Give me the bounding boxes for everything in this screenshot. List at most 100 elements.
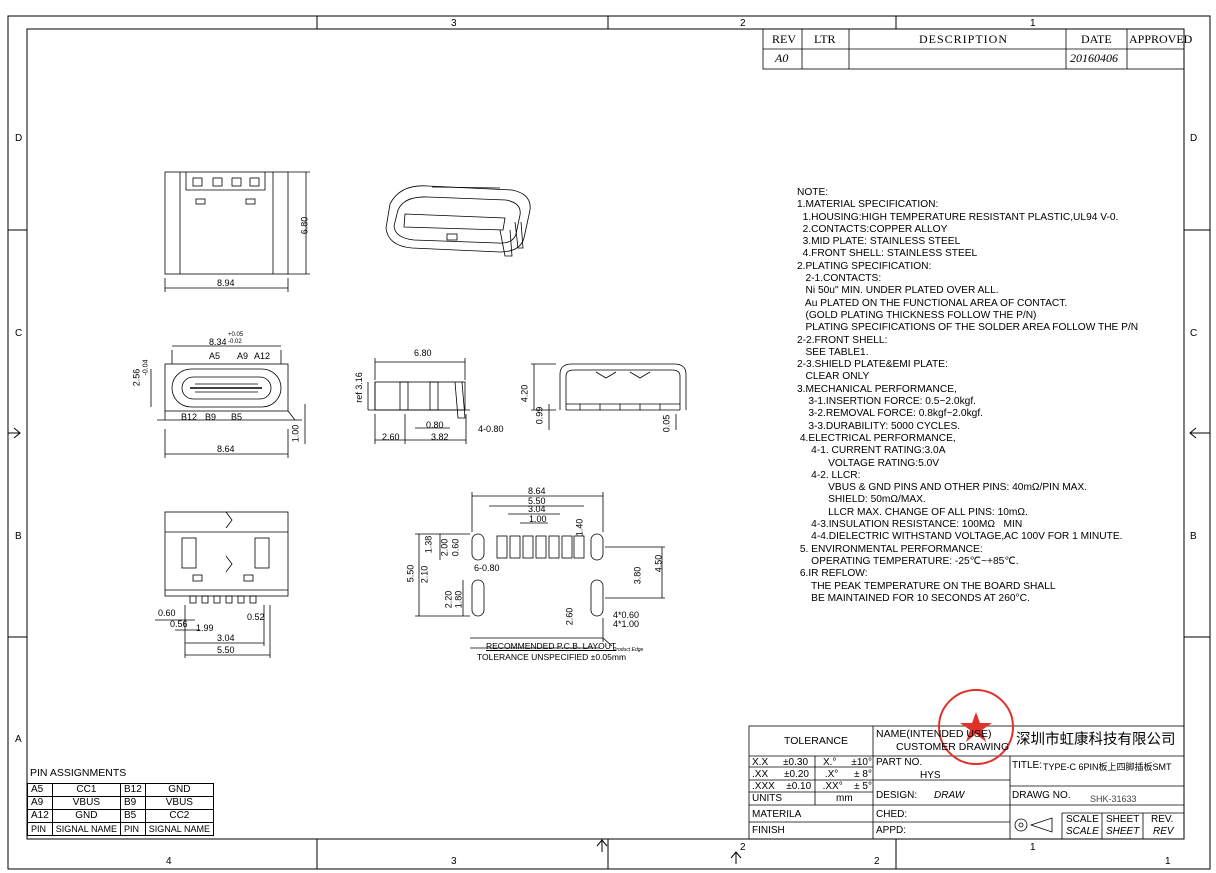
note-line: 4-1. CURRENT RATING:3.0A: [797, 445, 946, 457]
pin-table-cell: CC2: [144, 809, 214, 823]
pin-label-b5: B5: [231, 412, 243, 422]
scale-value: SCALE: [1066, 826, 1099, 837]
dim-bottom-f: 5.50: [217, 645, 235, 655]
row-label-right-c: C: [1190, 328, 1198, 339]
dim-pcb-11: 6-0.80: [474, 563, 500, 573]
col-label-top-2: 2: [740, 18, 746, 29]
drawing-no-value: SHK-31633: [1090, 794, 1137, 804]
specification-notes: NOTE:1.MATERIAL SPECIFICATION: 1.HOUSING…: [797, 187, 1138, 605]
note-line: SEE TABLE1.: [797, 346, 869, 358]
tol-2-d: ± 8°: [854, 769, 872, 780]
units-label: UNITS: [752, 793, 782, 804]
dim-pcb-7: 2.00: [439, 538, 450, 557]
dim-pcb-14: 3.80: [632, 566, 643, 585]
note-line: BE MAINTAINED FOR 10 SECONDS AT 260°C.: [797, 592, 1030, 604]
note-line: OPERATING TEMPERATURE: -25℃~+85℃.: [797, 555, 1019, 567]
dim-top-height: 6.80: [299, 216, 310, 235]
tol-2-a: .XX: [752, 769, 769, 780]
tolerance-row-2: .XX±0.20.X°± 8°: [752, 769, 872, 780]
note-line: 3-3.DURABILITY: 5000 CYCLES.: [797, 420, 961, 432]
col-label-bottom-1: 1: [1165, 856, 1171, 867]
design-label: DESIGN:: [876, 790, 918, 801]
name-label: NAME(INTENDED USE): [876, 728, 992, 740]
iso-view: [385, 185, 531, 257]
dim-side-pins: 4-0.80: [478, 424, 504, 434]
dim-pcb-5: 1.40: [574, 518, 585, 537]
dim-bottom-a: 0.60: [158, 608, 176, 618]
col-label-bottom-4: 4: [166, 856, 172, 867]
row-label-right-b: B: [1190, 531, 1197, 542]
tol-3-a: .XXX: [752, 781, 775, 792]
material-label: MATERILA: [752, 809, 802, 820]
note-line: SHIELD: 50mΩ/MAX.: [797, 494, 926, 506]
tol-3-c: .XX°: [822, 781, 843, 792]
note-line: 1.MATERIAL SPECIFICATION:: [797, 199, 939, 211]
dim-top-width: 8.94: [217, 278, 235, 288]
title-block-lines: [748, 725, 1185, 840]
note-line: NOTE:: [797, 187, 829, 198]
note-line: PLATING SPECIFICATIONS OF THE SOLDER ARE…: [797, 322, 1139, 334]
note-line: 5. ENVIRONMENTAL PERFORMANCE:: [797, 543, 983, 555]
note-line: LLCR MAX. CHANGE OF ALL PINS: 10mΩ.: [797, 506, 1028, 518]
units-value: mm: [836, 793, 853, 804]
dim-pcb-15: 4.50: [653, 554, 664, 573]
approved-header: APPROVED: [1129, 32, 1193, 46]
rev-value-tb: REV: [1153, 826, 1174, 837]
dim-side-ref: ref 3.16: [353, 372, 364, 403]
col-label-top-1: 1: [1030, 18, 1036, 29]
pin-table-cell: GND: [144, 783, 214, 797]
note-line: VBUS & GND PINS AND OTHER PINS: 40mΩ/PIN…: [797, 482, 1088, 494]
note-line: THE PEAK TEMPERATURE ON THE BOARD SHALL: [797, 580, 1056, 592]
outer-frame: [7, 15, 1211, 870]
bottom-view: [155, 511, 289, 658]
dim-end-gap: 0.05: [661, 414, 672, 433]
date-header: DATE: [1081, 32, 1112, 46]
tol-3-d: ± 5°: [854, 781, 872, 792]
drawing-no-label: DRAWG NO.: [1012, 790, 1071, 801]
note-line: 2-3.SHIELD PLATE&EMI PLATE:: [797, 359, 948, 371]
col-label-bottom-3: 3: [451, 856, 457, 867]
sheet-value: SHEET: [1106, 826, 1140, 837]
dim-bottom-d: 0.52: [247, 612, 265, 622]
tolerance-label: TOLERANCE: [784, 735, 848, 747]
pin-table-cell: B12: [119, 783, 146, 797]
pin-assignments-title: PIN ASSIGNMENTS: [30, 767, 127, 779]
pin-label-a5: A5: [209, 351, 221, 361]
note-line: 2-2.FRONT SHELL:: [797, 334, 888, 346]
note-line: 4-2. LLCR:: [797, 469, 861, 481]
note-line: 3.MECHANICAL PERFORMANCE,: [797, 383, 957, 395]
dim-pcb-16: 2.60: [564, 607, 575, 626]
pin-table-cell: B9: [119, 796, 146, 810]
dim-front-base: 8.64: [217, 444, 235, 454]
pin-table-cell: CC1: [51, 783, 121, 797]
ltr-header: LTR: [814, 32, 836, 46]
dim-bottom-b: 0.56: [170, 619, 188, 629]
row-label-left-c: C: [15, 328, 23, 339]
dim-side-pitch: 0.80: [426, 420, 444, 430]
pin-table-cell: PIN: [27, 822, 53, 836]
dim-side-b: 3.82: [431, 432, 449, 442]
pin-table-cell: SIGNAL NAME: [144, 822, 214, 836]
pin-label-a12: A12: [254, 351, 271, 361]
title-label: TITLE:: [1012, 760, 1043, 771]
note-line: 3-2.REMOVAL FORCE: 0.8kgf~2.0kgf.: [797, 408, 983, 420]
tol-2-b: ±0.20: [784, 769, 809, 780]
pin-label-a9: A9: [237, 351, 249, 361]
dim-pcb-3: 3.04: [528, 504, 546, 514]
row-label-left-a: A: [15, 734, 22, 745]
company-stamp: [938, 689, 1014, 765]
scale-label: SCALE: [1066, 814, 1099, 825]
design-value: DRAW: [934, 790, 965, 801]
note-line: (GOLD PLATING THICKNESS FOLLOW THE P/N): [797, 309, 1037, 321]
pin-table-cell: SIGNAL NAME: [51, 822, 121, 836]
checked-label: CHED:: [876, 809, 908, 820]
note-line: 3-1.INSERTION FORCE: 0.5~2.0kgf.: [797, 396, 977, 408]
dim-pcb-8: 0.60: [450, 538, 461, 557]
pin-table-cell: VBUS: [51, 796, 121, 810]
part-no-value: HYS: [920, 770, 941, 781]
note-line: 2-1.CONTACTS:: [797, 273, 882, 285]
zone-ticks: [8, 16, 1210, 869]
